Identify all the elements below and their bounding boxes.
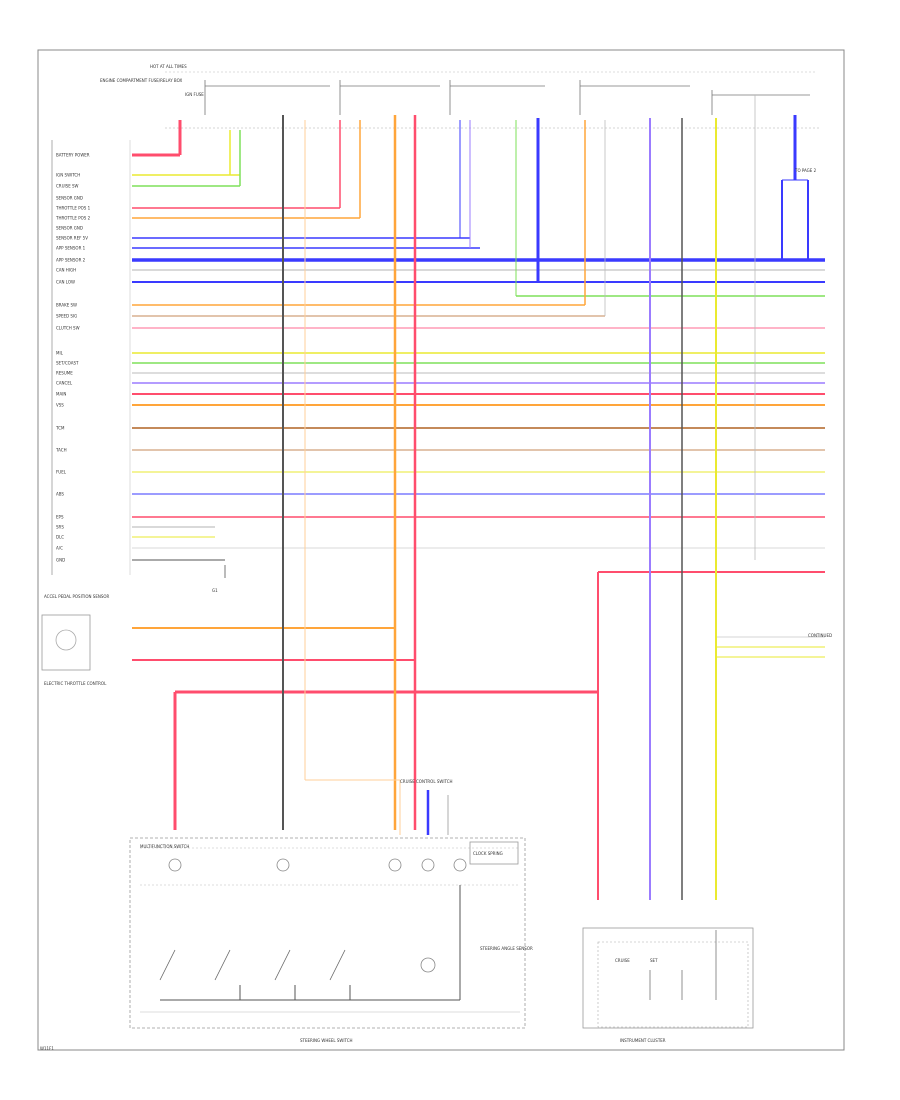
- pin-label: SPEED SIG: [56, 314, 77, 319]
- pin-label: RESUME: [56, 371, 73, 376]
- pin-label: CLUTCH SW: [56, 326, 80, 331]
- svg-text:G1: G1: [212, 588, 218, 593]
- pin-label: SENSOR GND: [56, 196, 83, 201]
- pin-label: APP SENSOR 2: [56, 258, 86, 263]
- pin-label: SET/COAST: [56, 361, 79, 366]
- pin-label: TCM: [55, 426, 65, 431]
- pin-label: SRS: [56, 525, 64, 530]
- pin-label: DLC: [56, 535, 64, 540]
- svg-text:CRUISE CONTROL SWITCH: CRUISE CONTROL SWITCH: [400, 779, 453, 784]
- svg-text:INSTRUMENT CLUSTER: INSTRUMENT CLUSTER: [620, 1038, 666, 1043]
- pin-label: THROTTLE POS 2: [55, 216, 91, 221]
- svg-text:ACCEL PEDAL POSITION SENSOR: ACCEL PEDAL POSITION SENSOR: [44, 594, 110, 599]
- ecm-connector-column: [51, 140, 131, 575]
- page-code: W11F1: [40, 1046, 54, 1051]
- pin-label: MAIN: [56, 392, 66, 397]
- pin-label: CAN LOW: [56, 280, 75, 285]
- svg-text:CONTINUED: CONTINUED: [808, 633, 832, 638]
- svg-text:SET: SET: [650, 958, 658, 963]
- apps-sensor: ACCEL PEDAL POSITION SENSOR ELECTRIC THR…: [41, 594, 110, 686]
- steering-wheel-switch: CLOCK SPRING MULTIFUNCTION SWITCH STEERI…: [129, 779, 533, 1043]
- ground-reference: G1: [212, 565, 226, 593]
- pin-label: SENSOR REF 5V: [56, 236, 88, 241]
- pin-label: EPS: [56, 515, 64, 520]
- pin-label: IGN SWITCH: [56, 173, 80, 178]
- svg-text:ELECTRIC THROTTLE CONTROL: ELECTRIC THROTTLE CONTROL: [44, 681, 107, 686]
- pin-label: SENSOR GND: [56, 226, 83, 231]
- vertical-wires: [173, 95, 809, 900]
- right-edge-labels: CONTINUED TO PAGE 2: [794, 168, 832, 638]
- pin-labels: BATTERY POWER IGN SWITCH CRUISE SW SENSOR G…: [55, 153, 91, 563]
- svg-text:IGN FUSE: IGN FUSE: [185, 92, 204, 97]
- horizontal-wires: [132, 153, 825, 694]
- svg-text:CRUISE: CRUISE: [615, 958, 630, 963]
- fuse-box-header: HOT AT ALL TIMES ENGINE COMPARTMENT FUSE…: [100, 64, 820, 129]
- svg-text:HOT AT ALL TIMES: HOT AT ALL TIMES: [150, 64, 187, 69]
- diagram-frame: [37, 49, 845, 1051]
- pin-label: VSS: [56, 403, 64, 408]
- svg-text:STEERING ANGLE SENSOR: STEERING ANGLE SENSOR: [480, 946, 533, 951]
- svg-text:STEERING WHEEL SWITCH: STEERING WHEEL SWITCH: [300, 1038, 353, 1043]
- pin-label: BATTERY POWER: [56, 153, 90, 158]
- pin-label: MIL: [56, 351, 64, 356]
- pin-label: FUEL: [56, 470, 67, 475]
- svg-text:TO PAGE 2: TO PAGE 2: [794, 168, 817, 173]
- pin-label: ABS: [56, 492, 64, 497]
- svg-text:ENGINE COMPARTMENT FUSE/RELAY: ENGINE COMPARTMENT FUSE/RELAY BOX: [100, 78, 182, 83]
- pin-label: TACH: [55, 448, 67, 453]
- pin-label: BRAKE SW: [56, 303, 77, 308]
- instrument-cluster: CRUISE SET INSTRUMENT CLUSTER: [582, 927, 754, 1043]
- pin-label: APP SENSOR 1: [56, 246, 86, 251]
- svg-text:MULTIFUNCTION SWITCH: MULTIFUNCTION SWITCH: [140, 844, 189, 849]
- pin-label: CAN HIGH: [56, 268, 76, 273]
- pin-label: A/C: [56, 546, 63, 551]
- svg-text:CLOCK SPRING: CLOCK SPRING: [473, 851, 503, 856]
- pin-label: THROTTLE POS 1: [55, 206, 91, 211]
- pin-label: CRUISE SW: [56, 184, 79, 189]
- pin-label: CANCEL: [56, 381, 73, 386]
- pin-label: GND: [56, 558, 65, 563]
